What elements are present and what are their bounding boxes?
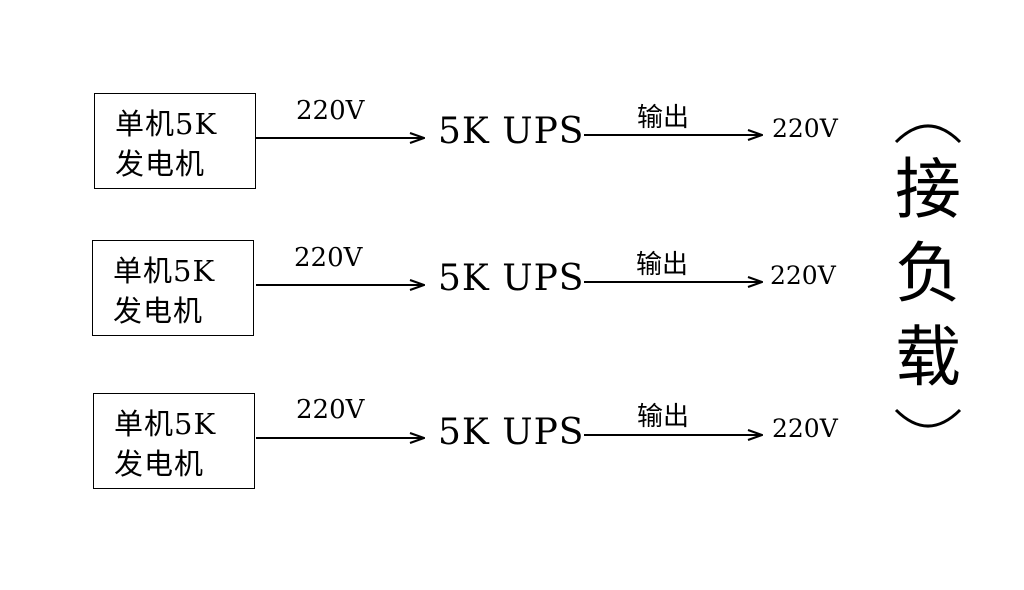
output-label-row1: 输出 <box>637 103 690 133</box>
output-label-row2: 输出 <box>636 250 689 280</box>
load-char-3: 载 <box>895 319 961 396</box>
load-char-1: 接 <box>895 151 961 228</box>
open-paren-glyph <box>894 124 962 144</box>
generator-box-row1: 单机5K 发电机 <box>94 93 256 189</box>
input-voltage-row2: 220V <box>294 243 363 273</box>
input-voltage-row1: 220V <box>296 96 365 126</box>
ups-label-row3: 5K UPS <box>438 412 585 453</box>
output-label-row3: 输出 <box>637 402 690 432</box>
generator-label-line2: 发电机 <box>114 447 205 481</box>
ups-label-row1: 5K UPS <box>438 111 585 152</box>
generator-label-line1: 单机5K <box>115 107 218 141</box>
generator-label-line2: 发电机 <box>115 147 206 181</box>
generator-label-line1: 单机5K <box>113 254 216 288</box>
generator-box-row3: 单机5K 发电机 <box>93 393 255 489</box>
ups-label-row2: 5K UPS <box>438 258 585 299</box>
generator-label-line1: 单机5K <box>114 407 217 441</box>
output-voltage-row2: 220V <box>770 261 836 290</box>
close-paren-glyph <box>894 408 962 428</box>
load-label: 接 负 载 <box>888 108 968 448</box>
input-voltage-row3: 220V <box>296 395 365 425</box>
generator-label-line2: 发电机 <box>113 294 204 328</box>
output-voltage-row1: 220V <box>772 114 838 143</box>
output-voltage-row3: 220V <box>772 414 838 443</box>
generator-box-row2: 单机5K 发电机 <box>92 240 254 336</box>
load-char-2: 负 <box>895 235 961 312</box>
